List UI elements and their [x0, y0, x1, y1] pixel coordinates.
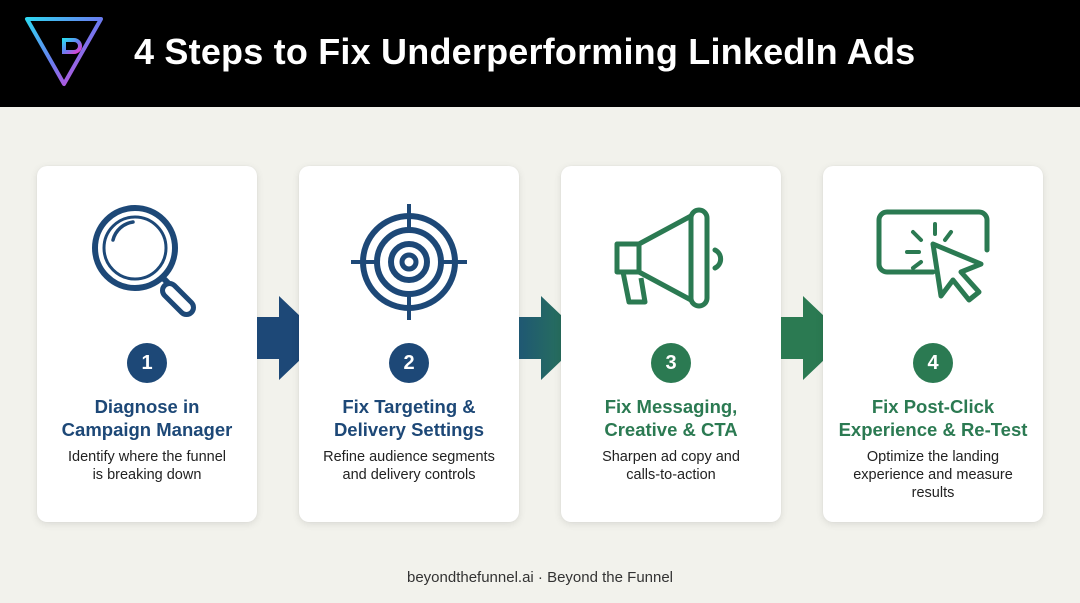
cursor-click-icon	[876, 209, 990, 303]
brand-logo-icon	[25, 17, 103, 86]
step-title: Fix Targeting & Delivery Settings	[333, 396, 485, 440]
page-title: 4 Steps to Fix Underperforming LinkedIn …	[134, 31, 916, 72]
header-bar: 4 Steps to Fix Underperforming LinkedIn …	[0, 0, 1080, 107]
arrow-right-icon	[519, 296, 585, 380]
step-description: Refine audience segments and delivery co…	[323, 449, 495, 483]
step-number-badge: 4	[913, 343, 953, 383]
magnifying-glass-icon	[92, 205, 196, 317]
target-icon	[351, 204, 467, 320]
step-number-badge: 3	[651, 343, 691, 383]
step-number-badge: 2	[389, 343, 429, 383]
step-title: Fix Post-Click Experience & Re-Test	[838, 396, 1028, 440]
step-card-4: 4 Fix Post-Click Experience & Re-Test Op…	[823, 166, 1043, 522]
step-number-badge: 1	[127, 343, 167, 383]
arrow-right-icon	[781, 296, 847, 380]
step-title: Diagnose in Campaign Manager	[61, 396, 233, 440]
step-description: Sharpen ad copy and calls-to-action	[602, 449, 740, 483]
arrow-right-icon	[257, 296, 323, 380]
step-card-1: 1 Diagnose in Campaign Manager Identify …	[37, 166, 257, 522]
footer-credit: beyondthefunnel.ai · Beyond the Funnel	[406, 569, 674, 586]
step-description: Optimize the landing experience and meas…	[853, 449, 1013, 501]
step-card-3: 3 Fix Messaging, Creative & CTA Sharpen …	[561, 166, 781, 522]
megaphone-icon	[614, 207, 724, 309]
step-title: Fix Messaging, Creative & CTA	[604, 396, 738, 440]
step-description: Identify where the funnel is breaking do…	[68, 449, 226, 483]
step-card-2: 2 Fix Targeting & Delivery Settings Refi…	[299, 166, 519, 522]
